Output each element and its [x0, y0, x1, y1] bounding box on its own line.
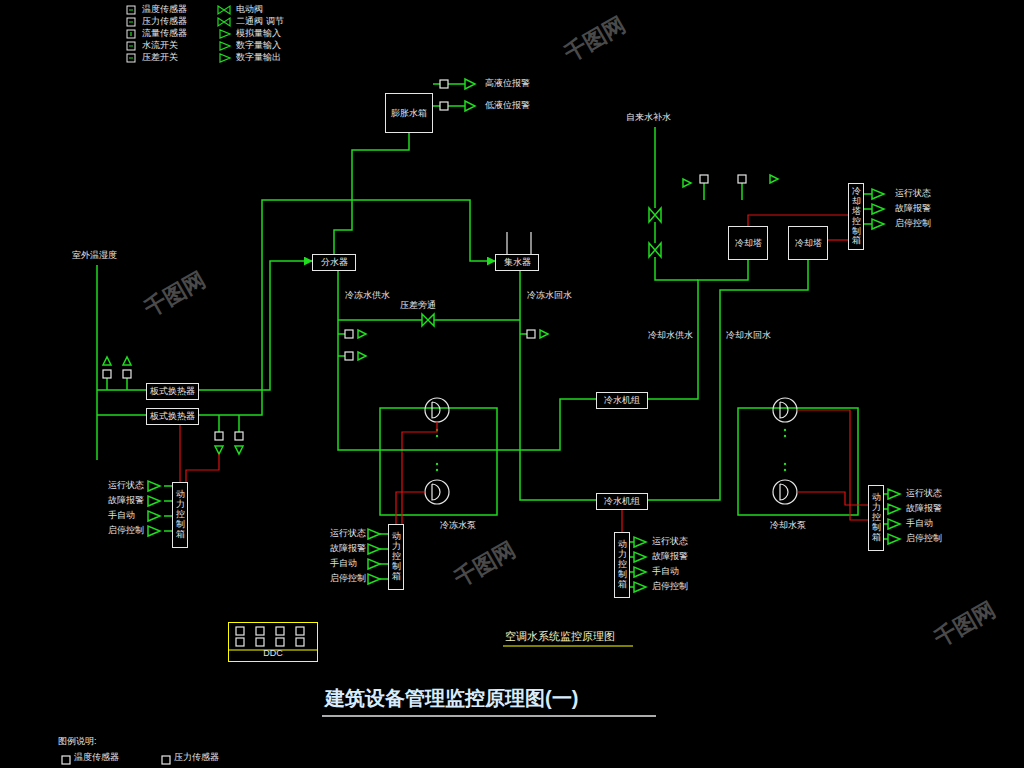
signal-label: 运行状态	[895, 188, 931, 199]
control-panel: 动力控制箱	[614, 532, 630, 598]
signal-label: 手自动	[108, 510, 135, 521]
pipe-connector	[520, 271, 596, 500]
signal-label: 故障报警	[906, 503, 942, 514]
control-panel: 动力控制箱	[172, 482, 188, 548]
control-wire	[748, 215, 848, 226]
signal-label: 运行状态	[330, 528, 366, 539]
pipe-connector	[199, 200, 495, 415]
node-text: 板式换热器	[150, 411, 195, 422]
pipe-connector	[648, 260, 748, 399]
control-panel: 冷却塔控制箱	[848, 183, 864, 250]
legend-text: 水流开关	[142, 40, 178, 51]
node-text: 板式换热器	[150, 386, 195, 397]
node-text: 膨胀水箱	[391, 108, 427, 119]
signal-label: 启停控制	[895, 218, 931, 229]
pipe-connector	[199, 261, 312, 390]
diagram-caption: 空调水系统监控原理图	[505, 630, 615, 643]
signal-label: 启停控制	[330, 573, 366, 584]
legend-text: 二通阀 调节	[236, 16, 284, 27]
node-text: 集水器	[504, 257, 531, 268]
signal-label: 运行状态	[652, 536, 688, 547]
heat-exchanger: 板式换热器	[146, 383, 199, 400]
signal-label: 高液位报警	[485, 78, 530, 89]
signal-label: 冷却水供水	[648, 330, 693, 341]
control-panel: 动力控制箱	[388, 524, 404, 590]
signal-label: 冷冻水回水	[527, 290, 572, 301]
signal-label: 故障报警	[652, 551, 688, 562]
node-text: 动力控制箱	[392, 532, 401, 581]
signal-label: 冷却水回水	[726, 330, 771, 341]
control-wire	[179, 425, 180, 482]
signal-label: 故障报警	[108, 495, 144, 506]
signal-label: 温度传感器	[74, 752, 119, 763]
node-text: 冷却塔	[735, 238, 762, 249]
chiller-unit: 冷水机组	[596, 493, 648, 510]
ddc-controller: DDC	[228, 622, 318, 662]
control-panel: 动力控制箱	[868, 485, 884, 551]
signal-label: 冷冻水泵	[440, 520, 476, 531]
signal-label: 室外温湿度	[72, 250, 117, 261]
return-header: 集水器	[495, 254, 539, 271]
signal-label: 手自动	[906, 518, 933, 529]
watermark: 千图网	[560, 12, 630, 68]
signal-label: 故障报警	[895, 203, 931, 214]
watermark: 千图网	[930, 597, 1000, 653]
signal-label: 压差旁通	[400, 300, 436, 311]
legend-text: 数字量输出	[236, 52, 281, 63]
legend-text: 数字量输入	[236, 40, 281, 51]
expansion-tank: 膨胀水箱	[385, 93, 433, 133]
supply-header: 分水器	[312, 254, 356, 271]
legend-text: 模拟量输入	[236, 28, 281, 39]
pipe-connector	[338, 271, 596, 450]
node-text: 冷水机组	[604, 496, 640, 507]
node-text: 冷却塔控制箱	[852, 187, 861, 246]
signal-label: 启停控制	[108, 525, 144, 536]
pipe-connector	[648, 260, 808, 500]
node-text: 动力控制箱	[872, 493, 881, 542]
signal-label: 冷却水泵	[770, 520, 806, 531]
signal-label: 故障报警	[330, 543, 366, 554]
signal-label: 手自动	[652, 566, 679, 577]
chiller-unit: 冷水机组	[596, 392, 648, 409]
signal-label: 图例说明:	[58, 736, 97, 747]
heat-exchanger: 板式换热器	[146, 408, 199, 425]
signal-label: 低液位报警	[485, 100, 530, 111]
node-text: 动力控制箱	[176, 490, 185, 539]
cooling-tower: 冷却塔	[788, 226, 828, 260]
diagram-title: 建筑设备管理监控原理图(一)	[325, 686, 578, 710]
signal-label: 运行状态	[906, 488, 942, 499]
control-wire	[621, 510, 622, 532]
watermark: 千图网	[450, 537, 520, 593]
signal-label: 压力传感器	[174, 752, 219, 763]
legend-text: 电动阀	[236, 4, 263, 15]
signal-label: 运行状态	[108, 480, 144, 491]
node-text: 冷却塔	[795, 238, 822, 249]
node-text: 分水器	[321, 257, 348, 268]
legend-text: 压力传感器	[142, 16, 187, 27]
signal-label: 手自动	[330, 558, 357, 569]
pipe-connector	[334, 133, 409, 254]
legend-text: 压差开关	[142, 52, 178, 63]
signal-label: 冷冻水供水	[345, 290, 390, 301]
signal-label: 启停控制	[906, 533, 942, 544]
node-text: 动力控制箱	[618, 540, 627, 589]
cooling-tower: 冷却塔	[728, 226, 768, 260]
node-text: DDC	[263, 648, 283, 659]
signal-label: 自来水补水	[626, 112, 671, 123]
legend-text: 温度传感器	[142, 4, 187, 15]
watermark: 千图网	[140, 267, 210, 323]
signal-label: 启停控制	[652, 581, 688, 592]
node-text: 冷水机组	[604, 395, 640, 406]
legend-text: 流量传感器	[142, 28, 187, 39]
